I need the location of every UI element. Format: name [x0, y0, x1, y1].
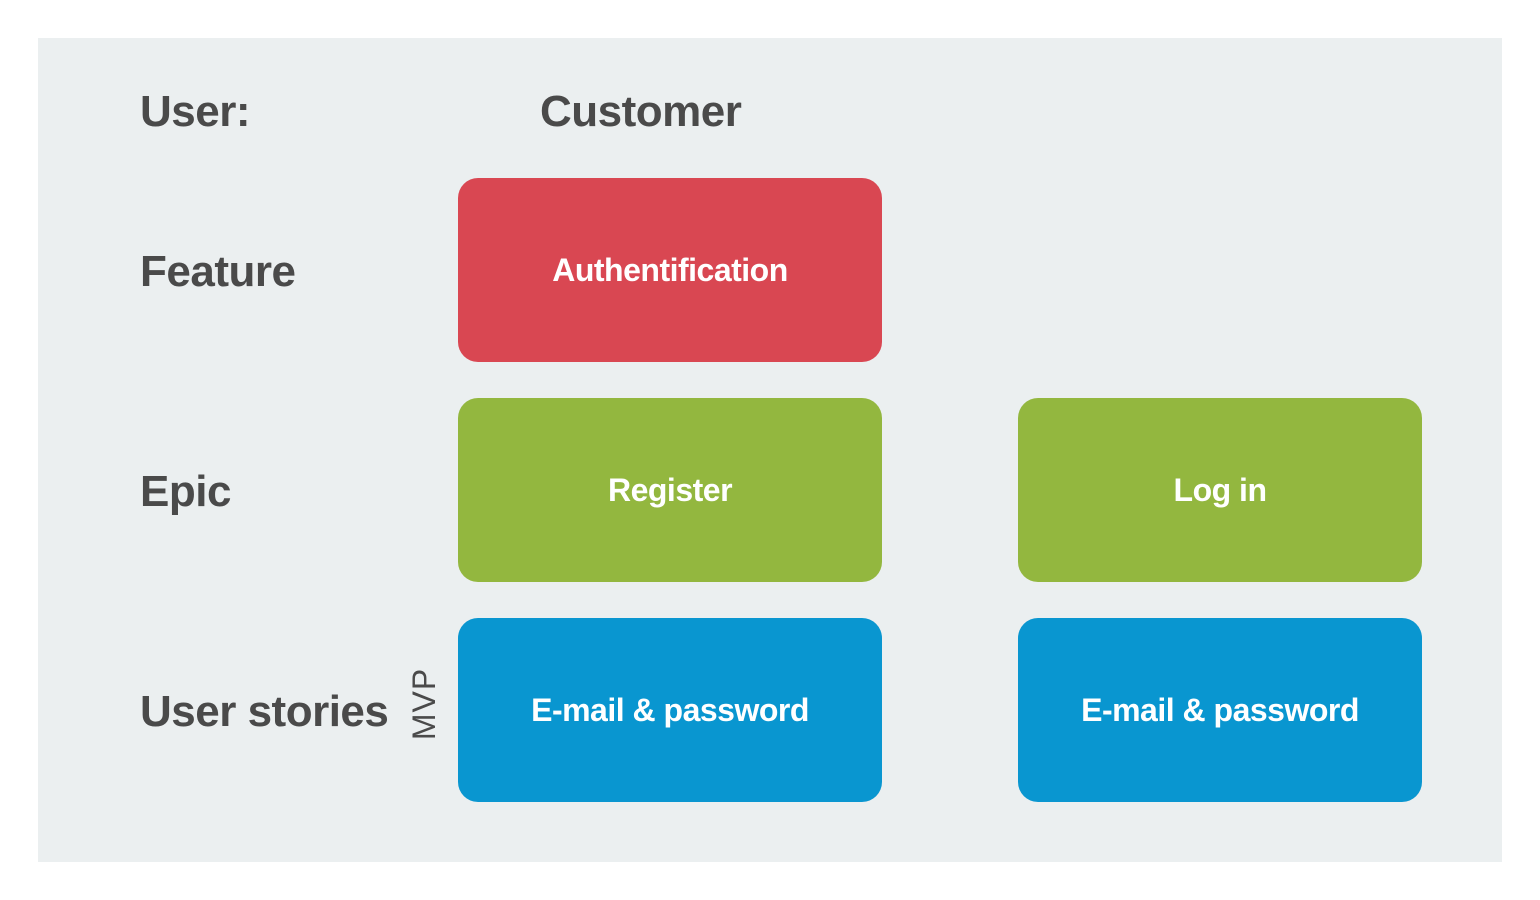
user-label: User: — [140, 87, 251, 136]
feature-card-authentification[interactable]: Authentification — [458, 178, 882, 362]
row-label-epic: Epic — [140, 467, 231, 516]
story-card-register-email-password[interactable]: E-mail & password — [458, 618, 882, 802]
epic-card-register[interactable]: Register — [458, 398, 882, 582]
user-value: Customer — [540, 87, 742, 136]
story-card-label: E-mail & password — [531, 691, 809, 728]
story-card-login-email-password[interactable]: E-mail & password — [1018, 618, 1422, 802]
epic-card-label: Register — [607, 471, 733, 508]
row-label-feature: Feature — [140, 247, 296, 296]
epic-card-label: Log in — [1173, 471, 1267, 508]
mvp-label: MVP — [406, 667, 442, 741]
epic-card-login[interactable]: Log in — [1018, 398, 1422, 582]
feature-card-label: Authentification — [552, 251, 788, 288]
row-label-user-stories: User stories — [140, 687, 389, 736]
story-card-label: E-mail & password — [1081, 691, 1359, 728]
